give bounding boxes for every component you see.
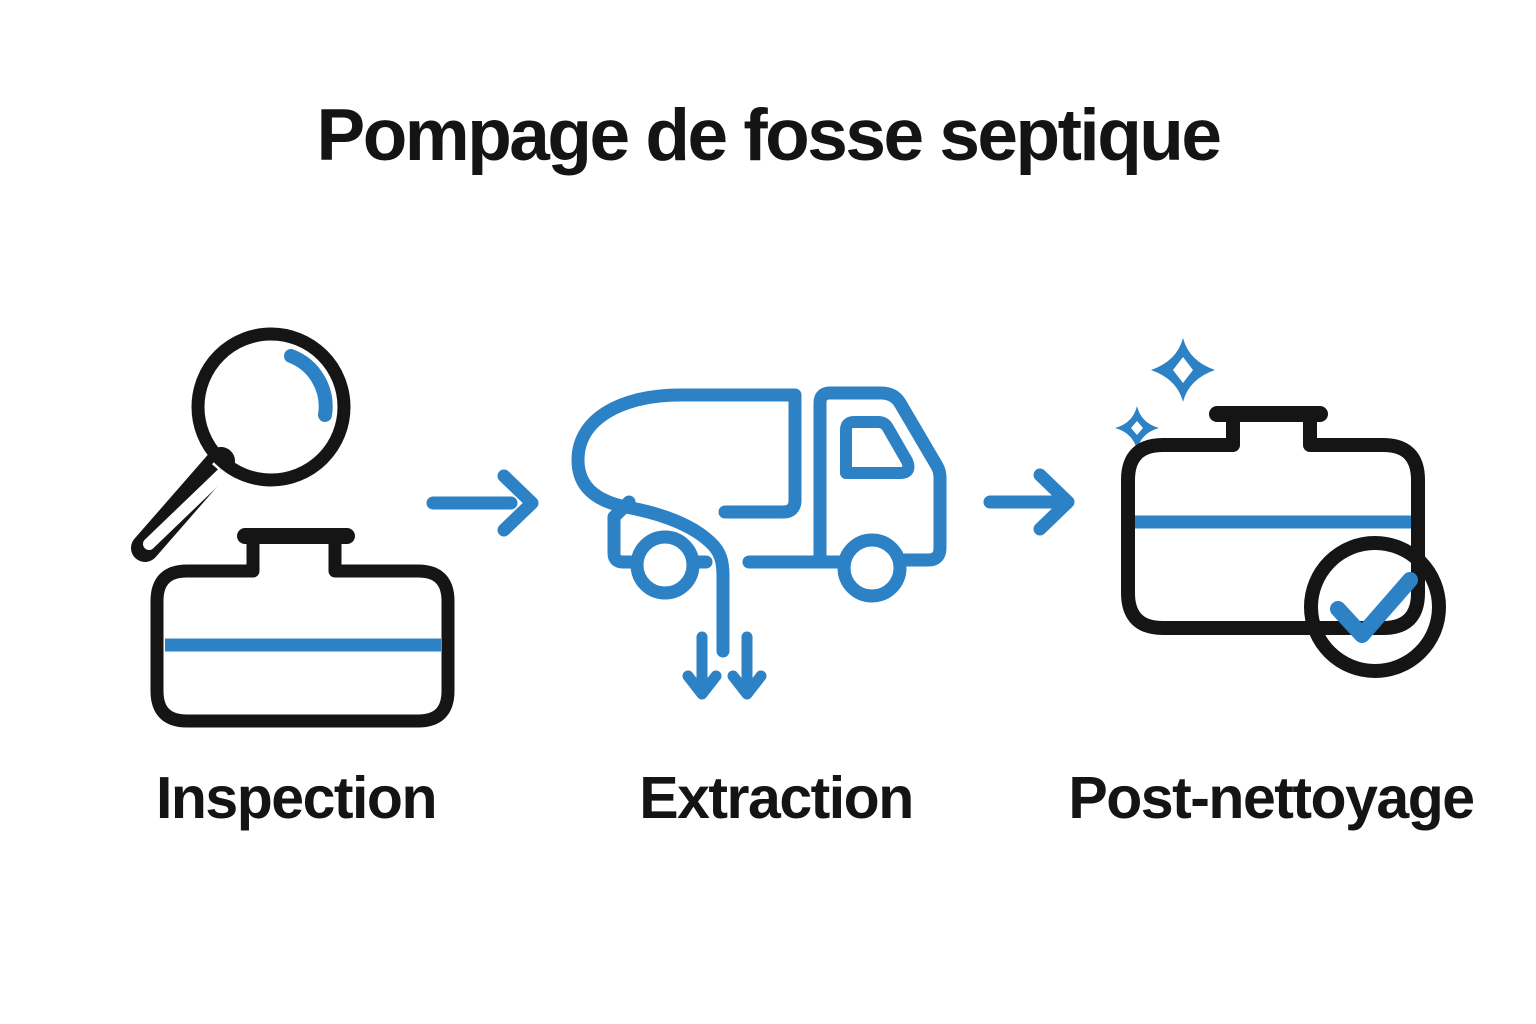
right-arrow-icon	[426, 469, 539, 537]
clean-tank-icon	[1121, 406, 1425, 635]
inspection-step-icon	[131, 327, 455, 728]
septic-tank-icon	[150, 528, 455, 728]
step-label-extraction: Extraction	[639, 765, 914, 831]
magnifier-icon	[131, 327, 351, 562]
extraction-step-icon	[571, 386, 947, 700]
sparkles-icon	[1115, 338, 1215, 450]
step-label-inspection: Inspection	[155, 765, 438, 831]
down-arrows-icon	[682, 631, 767, 700]
vacuum-pump-truck-icon	[571, 386, 947, 658]
step-label-post-nettoyage: Post-nettoyage	[1068, 765, 1475, 831]
right-arrow-icon	[983, 468, 1075, 536]
postclean-step-icon	[1115, 338, 1446, 678]
page-title: Pompage de fosse septique	[316, 95, 1222, 176]
check-circle-icon	[1304, 536, 1446, 678]
